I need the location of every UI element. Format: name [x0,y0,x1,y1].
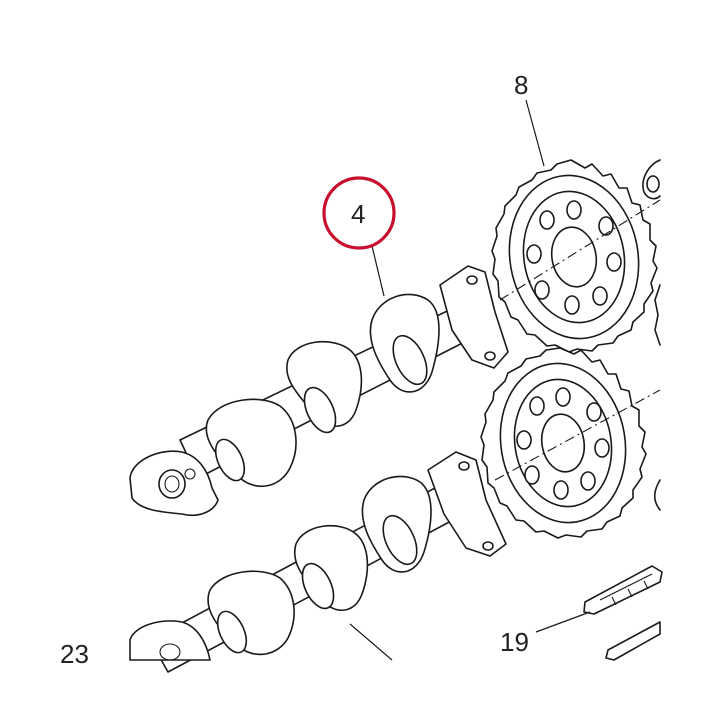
lower-camshaft-nose [129,620,211,661]
right-edge-partial-parts [642,159,661,511]
leader-line-4 [371,245,385,297]
lower-gear-lightening-holes [516,387,610,500]
upper-camshaft-flange [439,265,509,369]
part-label-23[interactable]: 23 [60,639,89,669]
part-label-4[interactable]: 4 [351,199,366,229]
retainer-ring-parts[interactable] [583,565,663,661]
upper-journal-1 [392,334,428,386]
upper-gear-lightening-holes [526,200,622,315]
lower-camshaft[interactable] [129,451,507,673]
leader-lines [349,99,591,661]
lower-journal-2 [301,562,335,610]
center-lines [494,199,661,481]
part-label-8[interactable]: 8 [514,70,529,100]
leader-line-lower-camshaft [349,623,393,661]
upper-camshaft[interactable] [129,265,509,516]
lower-gear-hub-bore [540,413,586,473]
leader-line-19 [535,611,591,633]
upper-journal-2 [303,386,337,434]
upper-gear-hub-bore [550,226,598,288]
leader-line-8 [525,99,545,167]
highlight-circle [322,176,396,250]
upper-journal-3 [214,438,246,482]
lower-journal-1 [382,514,418,566]
lower-camshaft-gear[interactable] [480,347,647,539]
retainer-ring-upper [583,565,663,615]
retainer-ring-lower [605,621,661,661]
lower-camshaft-flange [427,451,507,557]
upper-camshaft-gear[interactable] [491,159,658,353]
part-label-19[interactable]: 19 [500,627,529,657]
upper-cam-lobe-2 [286,341,363,427]
lower-journal-3 [216,610,248,654]
